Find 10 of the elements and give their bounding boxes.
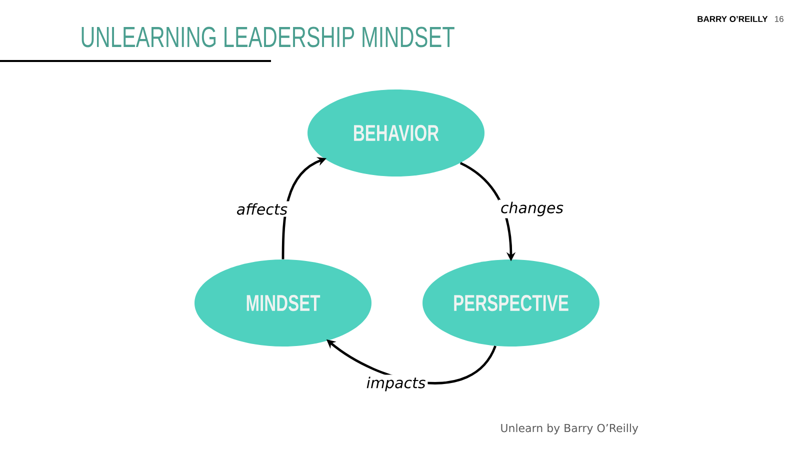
edge-label: impacts — [364, 374, 428, 394]
edge-label: changes — [498, 200, 566, 218]
slide-title: UNLEARNING LEADERSHIP MINDSET — [82, 26, 454, 48]
ellipse-node: MINDSET — [194, 260, 372, 346]
ellipse-node: PERSPECTIVE — [422, 260, 600, 346]
page-number: 16 — [775, 16, 784, 22]
edge-label: affects — [234, 201, 290, 217]
source-note: Unlearn by Barry O’Reilly — [501, 424, 638, 434]
ellipse-node: BEHAVIOR — [308, 90, 484, 176]
author-name: BARRY O’REILLY — [698, 16, 768, 22]
